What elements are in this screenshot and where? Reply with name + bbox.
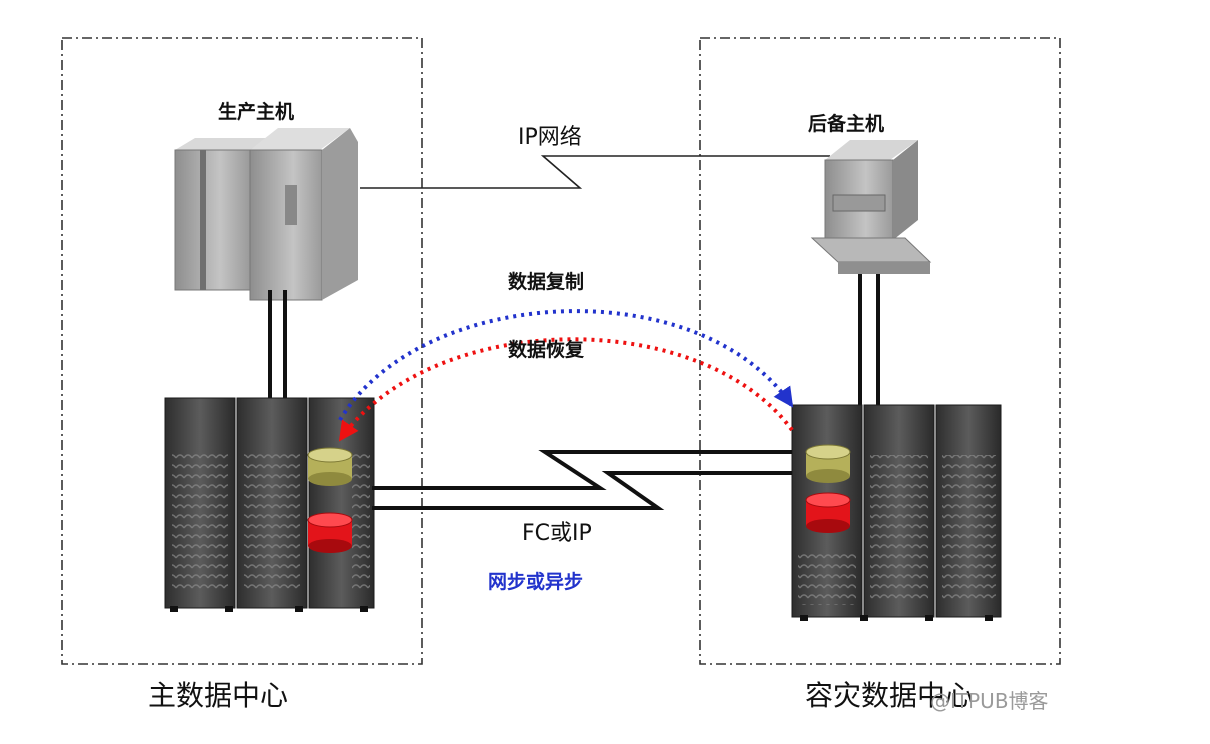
- recovery-arrow: [338, 337, 794, 442]
- replication-arrow: [338, 309, 794, 422]
- ip-network-label: IP网络: [518, 125, 582, 150]
- fc-ip-storage-link: [372, 450, 792, 510]
- dr-dc-boundary: [699, 37, 1061, 665]
- dr-disk-gold-icon: [805, 444, 851, 483]
- host-storage-cables-primary: [268, 290, 287, 398]
- primary-dc-label: 主数据中心: [148, 679, 288, 712]
- ip-network-link: [360, 155, 830, 189]
- dr-dc-label: 容灾数据中心: [805, 679, 973, 712]
- production-host-label: 生产主机: [218, 100, 294, 123]
- primary-disk-gold-icon: [307, 447, 353, 486]
- backup-host-label: 后备主机: [808, 112, 884, 135]
- production-host-icon: [174, 128, 358, 301]
- fc-or-ip-label: FC或IP: [522, 521, 592, 546]
- sync-or-async-label: 网步或异步: [488, 570, 583, 593]
- primary-storage-array-icon: [164, 397, 375, 612]
- dr-disk-red-icon: [805, 492, 851, 533]
- watermark: @ITPUB博客: [930, 689, 1049, 713]
- data-replication-label: 数据复制: [508, 270, 584, 293]
- backup-host-icon: [810, 140, 932, 274]
- data-recovery-label: 数据恢复: [508, 338, 585, 361]
- dr-storage-array-icon: [791, 404, 1002, 621]
- primary-disk-red-icon: [307, 512, 353, 553]
- host-storage-cables-dr: [858, 274, 880, 405]
- primary-dc-boundary: [61, 37, 423, 665]
